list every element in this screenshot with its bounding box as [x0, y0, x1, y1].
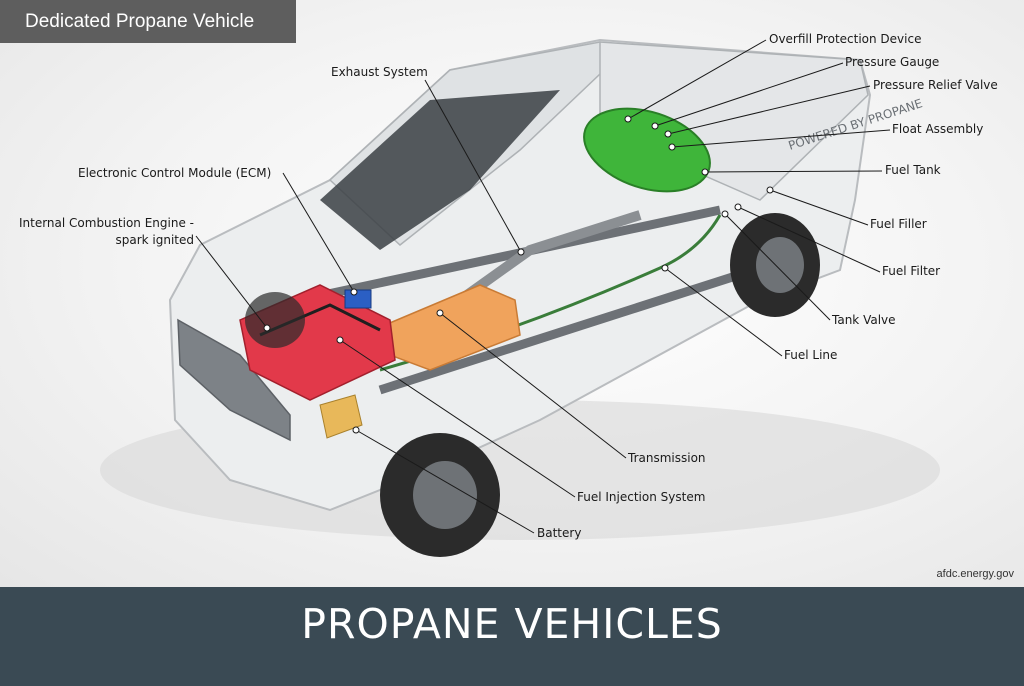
label-pressure-relief-valve: Pressure Relief Valve — [873, 78, 998, 92]
windshield — [320, 90, 560, 250]
label-fuel-tank: Fuel Tank — [885, 163, 941, 177]
wheel-front-left — [380, 433, 500, 557]
wheel-front-right — [245, 292, 305, 348]
label-battery: Battery — [537, 526, 582, 540]
footer-title: PROPANE VEHICLES — [301, 600, 723, 648]
truck-illustration: POWERED BY PROPANE — [100, 38, 940, 557]
frame-rail-right — [378, 260, 772, 395]
leader-lines — [195, 39, 891, 534]
label-fuel-line: Fuel Line — [784, 348, 838, 362]
label-transmission: Transmission — [628, 451, 706, 465]
ecm-box — [344, 289, 372, 309]
label-ecm: Electronic Control Module (ECM) — [78, 166, 272, 180]
label-pressure-gauge: Pressure Gauge — [845, 55, 940, 69]
label-fuel-filler: Fuel Filler — [870, 217, 927, 231]
grille — [177, 318, 291, 442]
label-engine-line2: spark ignited — [115, 233, 194, 247]
label-engine-line1: Internal Combustion Engine - — [18, 216, 194, 230]
exhaust-pipe — [457, 210, 642, 305]
label-exhaust-system: Exhaust System — [331, 65, 428, 79]
footer-banner — [0, 587, 1024, 686]
fuel-tank-shape — [583, 107, 711, 193]
label-tank-valve: Tank Valve — [832, 313, 896, 327]
label-fuel-injection-system: Fuel Injection System — [577, 490, 706, 504]
leader-dots — [263, 115, 774, 434]
label-fuel-filter: Fuel Filter — [882, 264, 941, 278]
label-overfill-protection-device: Overfill Protection Device — [769, 32, 922, 46]
header-badge: Dedicated Propane Vehicle — [0, 0, 296, 43]
frame-rail-left — [299, 205, 721, 305]
battery-shape — [319, 394, 363, 439]
label-float-assembly: Float Assembly — [892, 122, 984, 136]
source-credit: afdc.energy.gov — [936, 568, 1014, 580]
